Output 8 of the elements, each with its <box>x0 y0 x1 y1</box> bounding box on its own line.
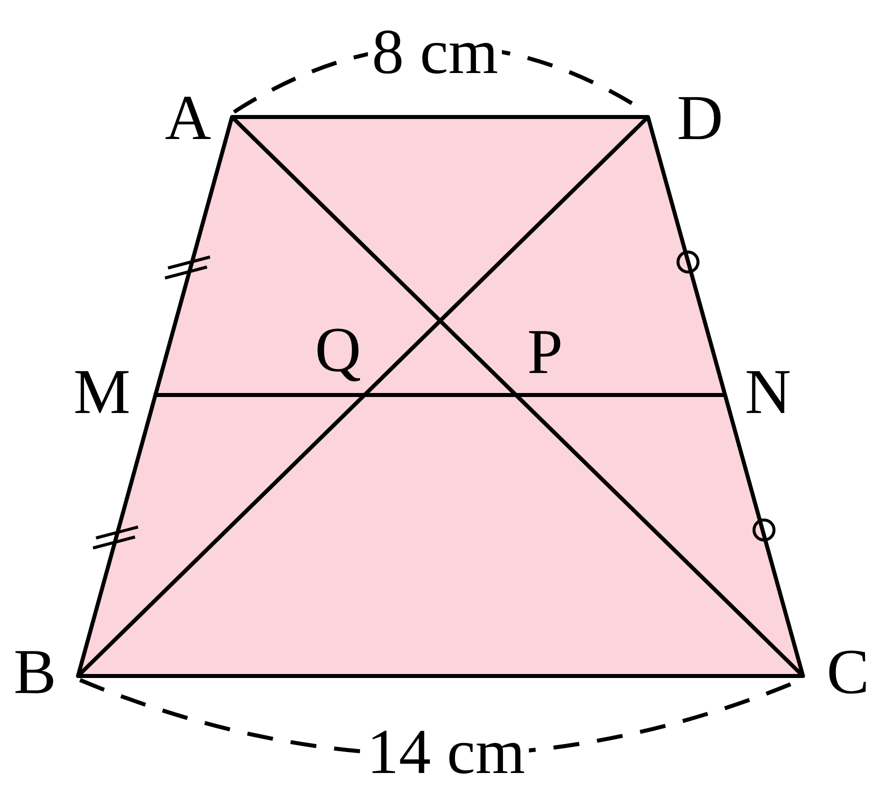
point-label: A <box>164 86 212 150</box>
point-label: P <box>526 320 564 384</box>
point-label: C <box>826 640 870 704</box>
point-label: B <box>12 640 58 704</box>
point-label: D <box>676 86 724 150</box>
point-label: M <box>72 360 132 424</box>
point-label: Q <box>314 318 362 382</box>
point-label: N <box>744 360 792 424</box>
